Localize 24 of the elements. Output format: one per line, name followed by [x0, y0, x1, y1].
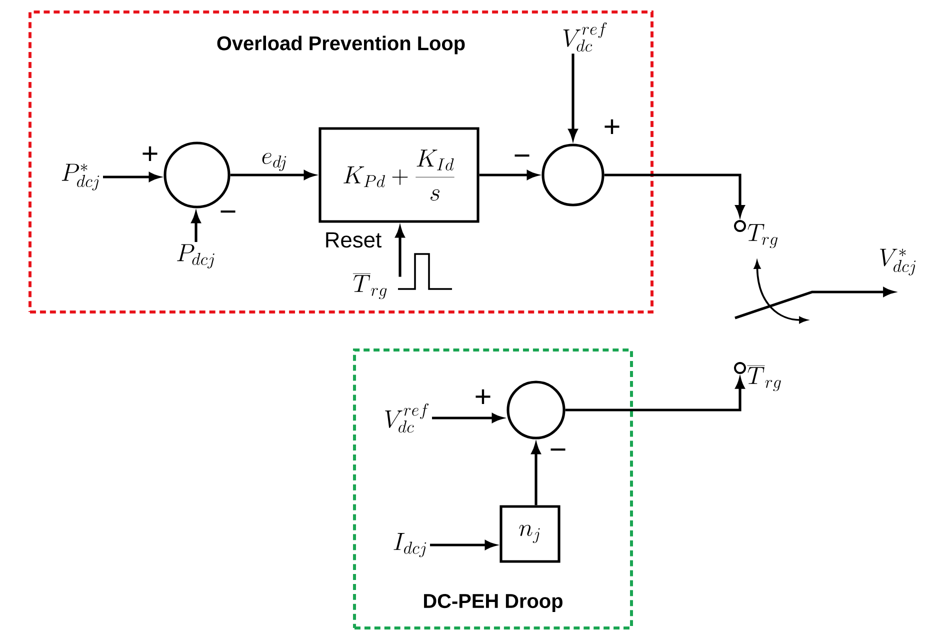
sign-label: + [476, 389, 490, 404]
summing-junction [506, 380, 566, 440]
sign-label: + [604, 119, 620, 134]
sign-label: − [220, 210, 236, 213]
signal-label: $V_{dc}^{ref}$ [563, 22, 607, 52]
sign-label: Reset [326, 232, 382, 248]
group-title: Overload Prevention Loop [217, 36, 465, 54]
edge-label: $e_{dj}$ [260, 152, 289, 172]
signal-label: $V^{*}_{dcj}$ [880, 248, 916, 276]
sign-label: − [550, 448, 566, 451]
sign-label: − [514, 154, 530, 157]
group-title: DC-PEH Droop [424, 594, 562, 612]
signal-label: $I_{dcj}$ [394, 533, 426, 558]
sign-label: + [142, 146, 158, 161]
signal-label: $P^{*}_{dcj}$ [62, 164, 100, 190]
transfer-function-box: $n_{j}$ [500, 505, 560, 563]
signal-label: $V_{dc}^{ref}$ [385, 403, 429, 433]
signal-label: $\overline{T}_{rg}$ [747, 366, 781, 392]
transfer-function-box: $K_{Pd}+\frac{K_{Id}}{s}$ [318, 127, 480, 223]
signal-label: $\overline{T}_{rg}$ [352, 274, 387, 300]
signal-label: $T_{rg}$ [748, 224, 778, 248]
signal-label: $P_{dcj}$ [177, 244, 214, 268]
summing-junction [164, 142, 230, 208]
summing-junction [542, 144, 604, 206]
